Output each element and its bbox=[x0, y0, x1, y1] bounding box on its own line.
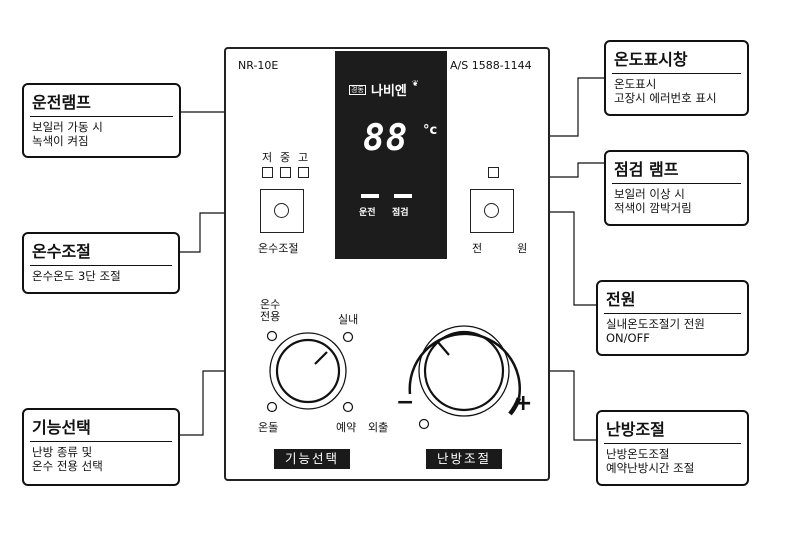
temperature-unit: °c bbox=[423, 123, 438, 138]
water-temp-button[interactable] bbox=[260, 189, 304, 233]
position-reservation: 예약 bbox=[336, 421, 357, 434]
callout-power: 전원 실내온도조절기 전원 ON/OFF bbox=[596, 280, 749, 356]
callout-title: 온도표시창 bbox=[614, 50, 688, 69]
model-label: NR-10E bbox=[238, 59, 279, 72]
callout-description: 난방온도조절 예약난방시간 조절 bbox=[606, 447, 695, 475]
heat-dial-outing-label: 외출 bbox=[368, 421, 389, 434]
level-high-lamp bbox=[298, 167, 309, 178]
button-dot bbox=[274, 203, 289, 218]
service-number: A/S 1588-1144 bbox=[450, 59, 532, 72]
position-indicator-dots bbox=[266, 330, 430, 430]
level-low-lamp bbox=[262, 167, 273, 178]
divider bbox=[612, 73, 741, 74]
position-indoor: 실내 bbox=[338, 313, 359, 326]
divider bbox=[30, 441, 172, 442]
divider bbox=[30, 265, 172, 266]
divider bbox=[604, 443, 741, 444]
water-temp-button-label: 온수조절 bbox=[258, 242, 299, 255]
callout-heat-control: 난방조절 난방온도조절 예약난방시간 조절 bbox=[596, 410, 749, 486]
divider bbox=[612, 183, 741, 184]
callout-function-select: 기능선택 난방 종류 및 온수 전용 선택 bbox=[22, 408, 180, 486]
temperature-digits: 88 bbox=[363, 118, 409, 159]
callout-description: 온도표시 고장시 에러번호 표시 bbox=[614, 77, 717, 105]
function-select-bar: 기능선택 bbox=[274, 449, 350, 469]
level-mid-lamp bbox=[280, 167, 291, 178]
run-lamp bbox=[361, 194, 379, 198]
callout-temp-display: 온도표시창 온도표시 고장시 에러번호 표시 bbox=[604, 40, 749, 116]
check-lamp bbox=[394, 194, 412, 198]
callout-description: 보일러 가동 시 녹색이 켜짐 bbox=[32, 120, 103, 148]
callout-title: 전원 bbox=[606, 290, 636, 309]
butterfly-icon: ❦ bbox=[411, 79, 419, 88]
position-hot-water-only: 온수 전용 bbox=[260, 298, 281, 323]
level-low-label: 저 bbox=[262, 151, 273, 164]
callout-title: 난방조절 bbox=[606, 420, 665, 439]
callout-title: 점검 램프 bbox=[614, 160, 679, 179]
callout-title: 운전램프 bbox=[32, 93, 91, 112]
callout-water-temp: 온수조절 온수온도 3단 조절 bbox=[22, 232, 180, 294]
level-mid-label: 중 bbox=[280, 151, 291, 164]
brand-small: 경동 bbox=[349, 84, 366, 95]
callout-title: 기능선택 bbox=[32, 418, 91, 437]
check-lamp-label: 점검 bbox=[392, 208, 409, 218]
controller-panel: NR-10E A/S 1588-1144 경동 나비엔 ❦ 88 °c 운전 점… bbox=[224, 47, 550, 481]
callout-check-lamp: 점검 램프 보일러 이상 시 적색이 깜박거림 bbox=[604, 150, 749, 226]
callout-description: 온수온도 3단 조절 bbox=[32, 269, 121, 283]
level-high-label: 고 bbox=[298, 151, 309, 164]
heat-control-dial[interactable] bbox=[408, 325, 522, 417]
divider bbox=[30, 116, 173, 117]
function-select-dial[interactable] bbox=[269, 332, 347, 410]
button-dot bbox=[484, 203, 499, 218]
heat-control-bar: 난방조절 bbox=[426, 449, 502, 469]
callout-description: 난방 종류 및 온수 전용 선택 bbox=[32, 445, 103, 473]
callout-description: 실내온도조절기 전원 ON/OFF bbox=[606, 317, 705, 345]
brand-name: 나비엔 bbox=[370, 84, 407, 99]
callout-description: 보일러 이상 시 적색이 깜박거림 bbox=[614, 187, 692, 215]
run-lamp-label: 운전 bbox=[359, 208, 376, 218]
heat-minus-label: − bbox=[396, 390, 415, 415]
divider bbox=[604, 313, 741, 314]
callout-title: 온수조절 bbox=[32, 242, 91, 261]
position-ondol: 온돌 bbox=[258, 421, 279, 434]
power-button[interactable] bbox=[470, 189, 514, 233]
callout-run-lamp: 운전램프 보일러 가동 시 녹색이 켜짐 bbox=[22, 83, 181, 158]
power-lamp bbox=[488, 167, 499, 178]
brand-logo: 경동 나비엔 ❦ bbox=[349, 79, 419, 99]
display-unit: 경동 나비엔 ❦ 88 °c 운전 점검 bbox=[335, 51, 447, 259]
